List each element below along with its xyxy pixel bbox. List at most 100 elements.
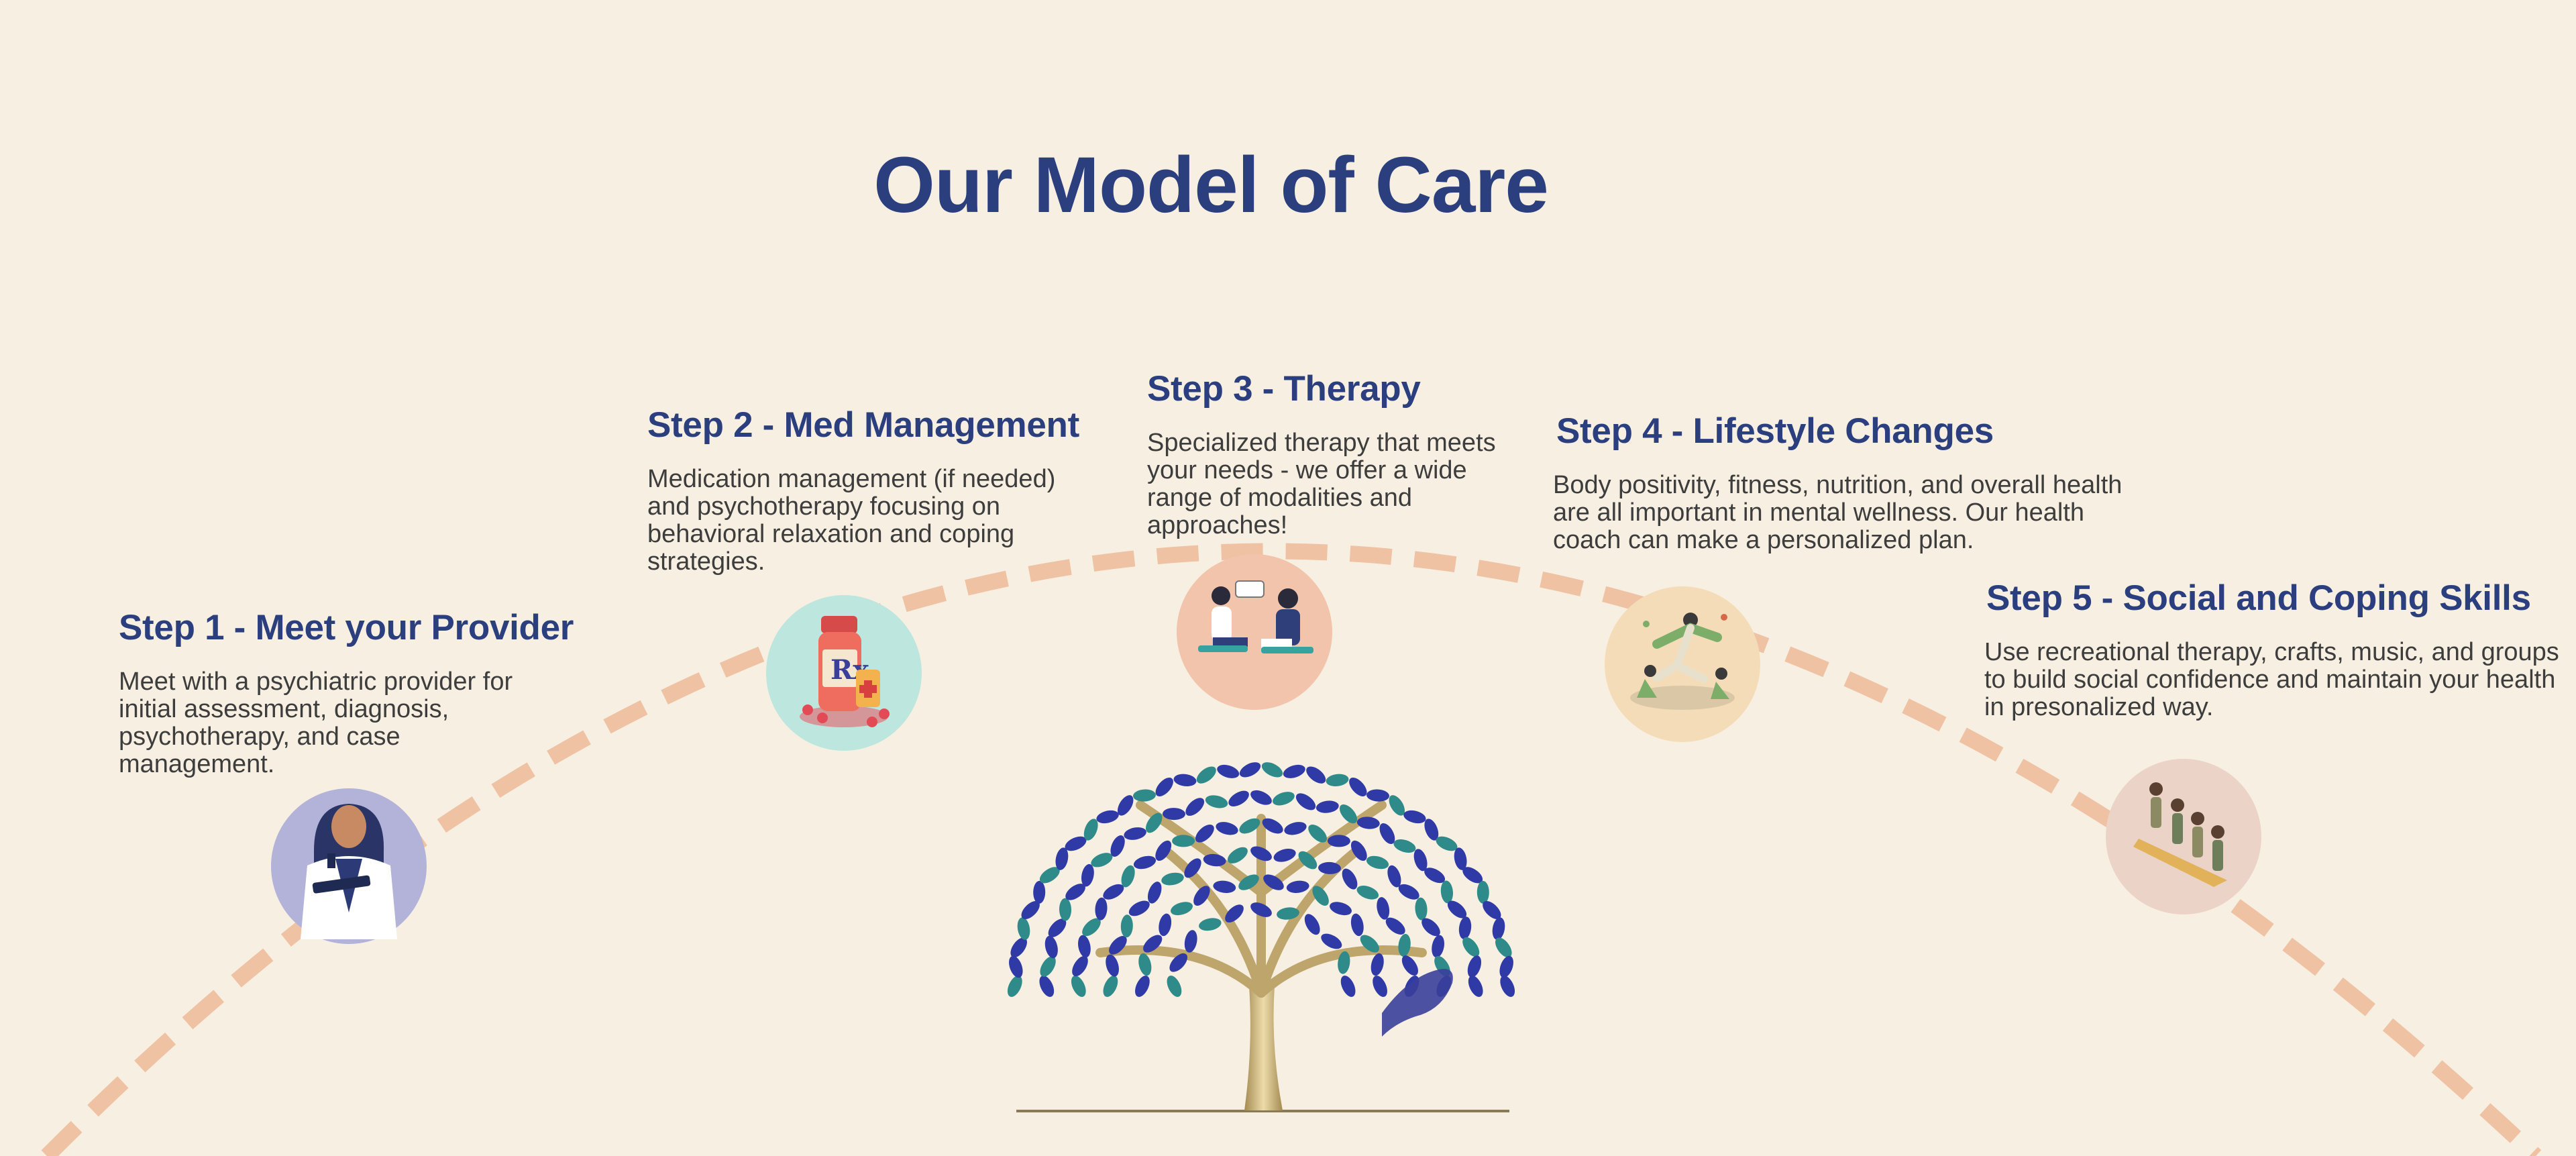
leaf	[1432, 935, 1444, 958]
step-1-heading: Step 1 - Meet your Provider	[119, 608, 574, 647]
leaf	[1120, 914, 1133, 938]
leaf	[1379, 823, 1395, 844]
leaf	[1318, 861, 1341, 874]
tree-of-life-icon	[1007, 762, 1515, 1112]
leaf	[1389, 795, 1405, 816]
leaf	[1095, 897, 1108, 921]
leaf	[1110, 835, 1125, 857]
leaf	[1483, 900, 1501, 920]
leaf	[1103, 884, 1124, 900]
leaf	[1167, 976, 1182, 997]
step-2-card: Step 2 - Med Management Medication manag…	[647, 405, 1104, 576]
medication-icon: Rx	[800, 616, 890, 727]
leaf	[1277, 907, 1299, 920]
leaf	[1184, 930, 1197, 953]
leaf	[1321, 933, 1342, 949]
leaf	[1082, 918, 1101, 937]
leaf	[1159, 913, 1172, 937]
leaf	[1203, 853, 1226, 867]
leaf	[1424, 819, 1439, 841]
leaf	[1306, 766, 1326, 784]
leaf	[1040, 956, 1056, 977]
page-title: Our Model of Care	[873, 141, 1549, 229]
leaf	[1261, 762, 1283, 778]
leaf	[1239, 762, 1261, 778]
therapy-session-icon	[1198, 580, 1313, 653]
leaf	[1326, 774, 1349, 786]
leaf	[1398, 933, 1411, 957]
leaf	[1007, 976, 1022, 997]
leaf	[1415, 897, 1428, 921]
leaf	[1169, 953, 1188, 972]
leaf	[1284, 822, 1307, 835]
doctor-icon	[301, 804, 397, 939]
leaf	[1350, 840, 1367, 861]
leaf	[1273, 792, 1295, 806]
leaf	[1495, 937, 1512, 958]
leaf	[1096, 810, 1119, 824]
leaf	[1462, 937, 1480, 957]
leaf	[1199, 918, 1222, 931]
leaf	[1228, 790, 1249, 806]
leaf	[1083, 819, 1098, 841]
leaf	[1403, 810, 1426, 824]
leaf	[1250, 846, 1272, 861]
step-2-heading: Step 2 - Med Management	[647, 405, 1079, 445]
leaf	[1308, 824, 1327, 843]
leaf	[1468, 976, 1483, 997]
leaf	[1401, 955, 1418, 976]
leaf	[1155, 777, 1173, 797]
leaf	[1387, 865, 1401, 888]
leaf	[1010, 937, 1027, 958]
step-3-card: Step 3 - Therapy Specialized therapy tha…	[1147, 368, 1523, 539]
leaf	[1477, 880, 1489, 904]
leaf	[1338, 951, 1350, 974]
step-3-icon-circle	[1177, 554, 1332, 710]
leaf	[1143, 935, 1163, 953]
leaf	[1196, 766, 1216, 784]
leaf	[1340, 976, 1356, 997]
leaf	[1327, 835, 1350, 847]
leaf	[1398, 884, 1419, 900]
step-3-description: Specialized therapy that meets your need…	[1147, 429, 1496, 539]
leaf	[1227, 847, 1248, 863]
leaf	[1312, 886, 1329, 906]
leaf	[1033, 880, 1046, 904]
fitness-icon	[1630, 613, 1735, 710]
leaf	[1458, 916, 1472, 940]
leaf	[1173, 774, 1197, 786]
leaf	[1500, 976, 1515, 997]
leaf	[1017, 917, 1030, 940]
leaf	[1356, 817, 1380, 829]
step-4-description: Body positivity, fitness, nutrition, and…	[1553, 471, 2123, 554]
leaf	[1366, 789, 1389, 802]
leaf	[1377, 897, 1390, 920]
leaf	[1121, 865, 1135, 888]
leaf	[1133, 855, 1157, 870]
leaf	[1071, 976, 1086, 997]
leaf	[1135, 976, 1150, 997]
tree-leaves	[1007, 762, 1515, 997]
leaf	[1217, 764, 1240, 778]
step-5-icon-circle	[2106, 759, 2261, 914]
step-1-card: Step 1 - Meet your Provider Meet with a …	[119, 607, 574, 778]
leaf	[1492, 917, 1505, 940]
leaf	[1342, 868, 1358, 890]
step-4-card: Step 4 - Lifestyle Changes Body positivi…	[1553, 411, 2147, 554]
leaf	[1172, 835, 1195, 847]
leaf	[1106, 954, 1119, 977]
step-5-card: Step 5 - Social and Coping Skills Use re…	[1984, 578, 2563, 721]
leaf	[1373, 976, 1387, 997]
leaf	[1467, 955, 1482, 978]
leaf	[1091, 853, 1113, 868]
leaf	[1263, 874, 1284, 890]
leaf	[1171, 902, 1193, 916]
leaf	[1356, 886, 1379, 900]
leaf	[1283, 764, 1305, 778]
leaf	[1081, 863, 1094, 887]
leaf	[1009, 955, 1023, 978]
leaf	[1238, 874, 1259, 890]
bird-icon	[1382, 969, 1453, 1037]
leaf	[1250, 790, 1272, 805]
